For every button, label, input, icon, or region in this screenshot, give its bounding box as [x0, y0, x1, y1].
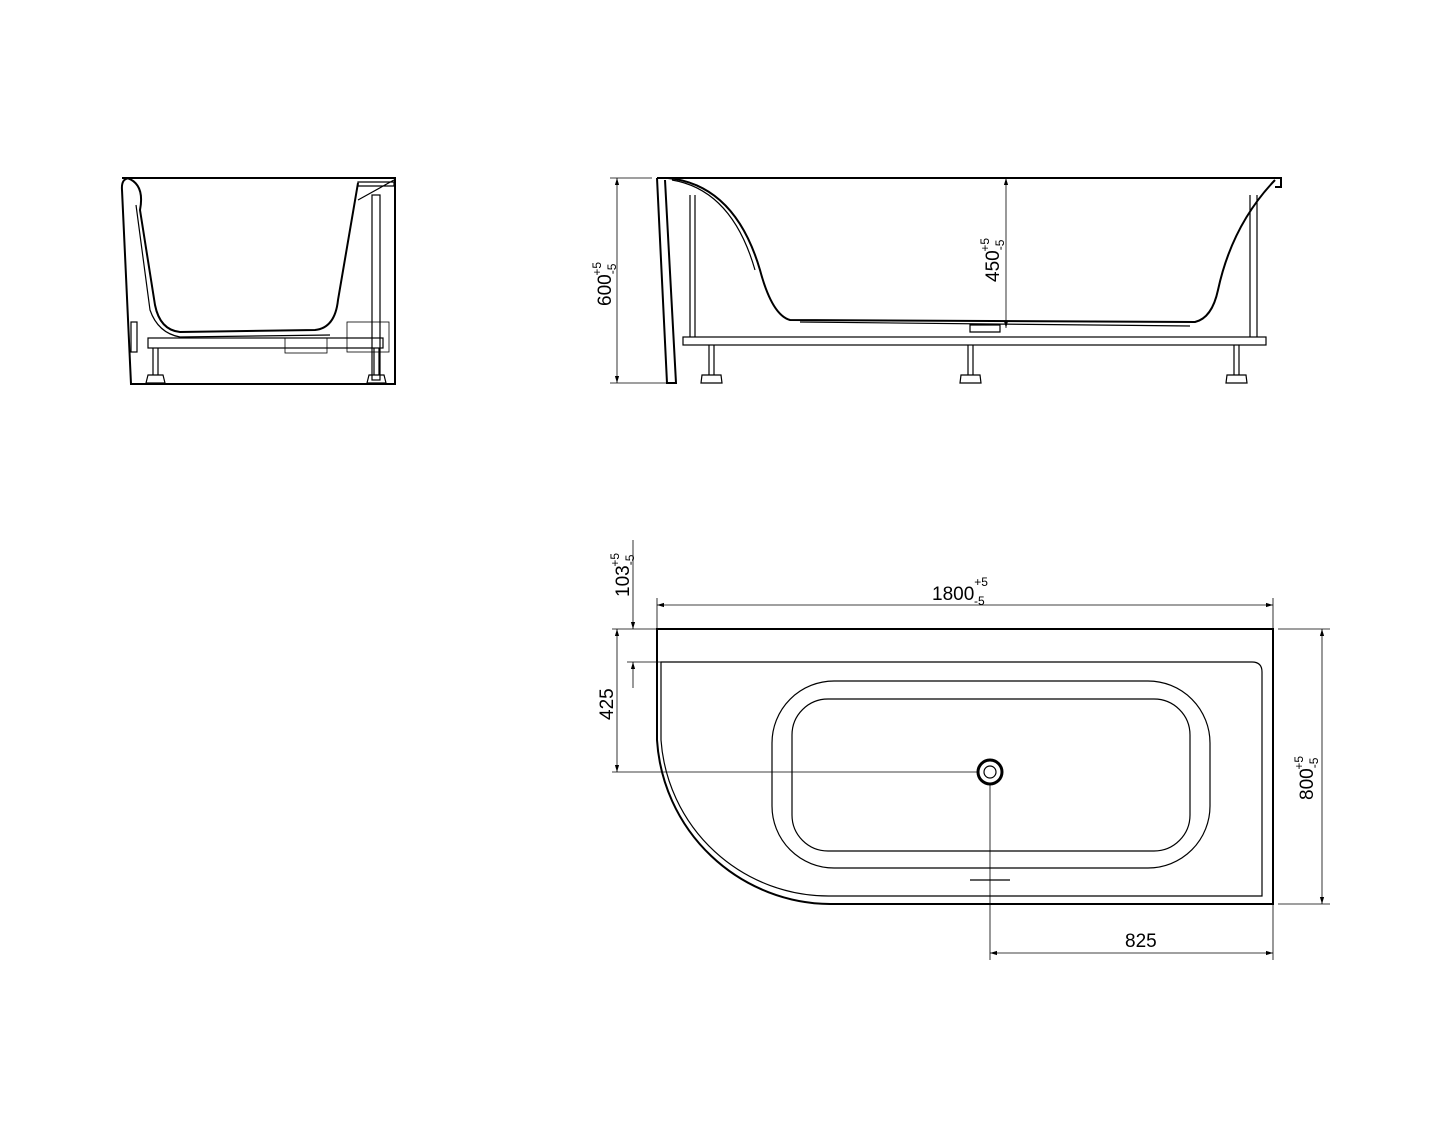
- end-view: [120, 177, 396, 385]
- side-view-rim: [657, 177, 1282, 188]
- dimension-450: 450-5+5: [978, 238, 1007, 282]
- end-view-basin: [126, 177, 359, 334]
- dimension-103: 103-5+5: [608, 553, 637, 597]
- dimension-600: 600-5+5: [590, 262, 619, 306]
- side-view-basin-profile: [667, 177, 1276, 324]
- plan-view-basin-inner: [791, 698, 1191, 852]
- dimension-425: 425: [597, 688, 618, 720]
- dimension-825: 825: [1125, 931, 1157, 952]
- dimension-800: 800-5+5: [1292, 756, 1321, 800]
- end-view-frame-bar: [147, 337, 384, 349]
- drain-icon: [976, 758, 1004, 786]
- side-view-frame-bar: [682, 336, 1267, 346]
- dimension-1800: 1800+5-5: [932, 575, 988, 608]
- plan-view-basin-outer: [771, 680, 1211, 869]
- plan-view-rim: [660, 661, 1263, 897]
- plan-view: 1800+5-5 800-5+5 103-5+5 425 825: [597, 540, 1330, 960]
- side-view-end-panel: [656, 177, 678, 384]
- side-view-legs: [700, 345, 1248, 384]
- end-view-leg-post: [371, 194, 381, 381]
- side-view: 600-5+5 450-5+5: [590, 177, 1282, 384]
- plan-view-outline: [656, 628, 1274, 905]
